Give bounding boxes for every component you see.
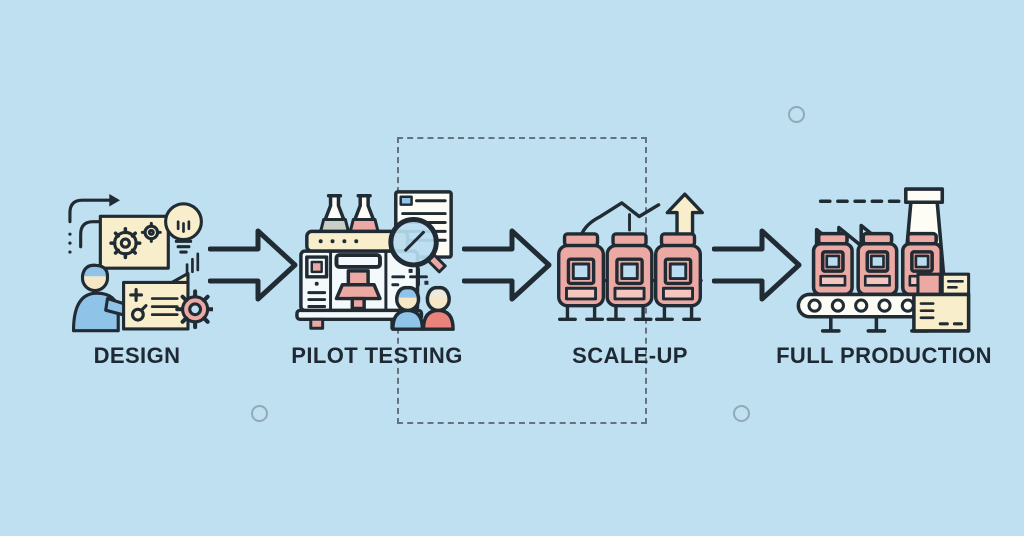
decor-circle [788,106,805,123]
design-icon [68,193,213,333]
stage-label-design: DESIGN [93,343,181,368]
decor-circle [733,405,750,422]
pilot-testing-icon [295,190,455,331]
stage-design: DESIGN [22,172,252,369]
stage-label-full-production: FULL PRODUCTION [776,343,992,368]
design-icon-wrap [61,172,213,337]
right-arrow-outline-icon [712,228,802,302]
stage-pilot-testing: PILOT TESTING [262,172,492,369]
stage-scale-up: SCALE-UP [515,172,745,369]
full-production-icon [796,187,971,333]
decor-circle [251,405,268,422]
stage-label-scale-up: SCALE-UP [572,343,688,368]
scale-up-icon [557,192,704,321]
scale-up-icon-wrap [550,172,710,337]
stage-full-production: FULL PRODUCTION [769,172,999,369]
right-arrow-outline-icon [462,228,552,302]
right-arrow-outline-icon [208,228,298,302]
stage-label-pilot-testing: PILOT TESTING [291,343,463,368]
pilot-testing-icon-wrap [293,172,461,337]
full-production-icon-wrap [790,172,978,337]
